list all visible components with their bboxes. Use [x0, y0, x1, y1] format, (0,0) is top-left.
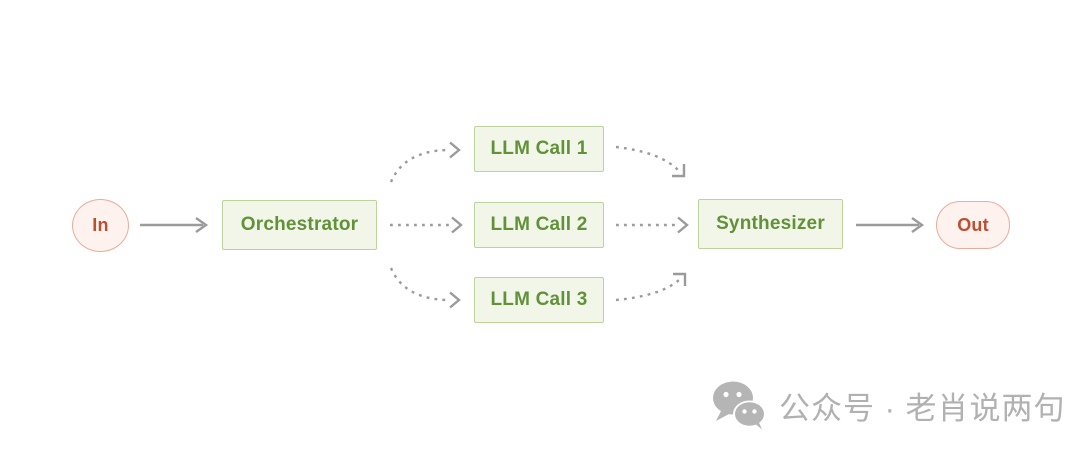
node-out: Out — [936, 201, 1010, 249]
node-llm-call-1: LLM Call 1 — [474, 126, 604, 172]
edge-orchestrator-llm-call-1 — [389, 141, 461, 183]
edge-llm-call-1-synthesizer — [615, 145, 686, 178]
edge-in-orchestrator — [140, 217, 209, 233]
node-llm-call-2-label: LLM Call 2 — [490, 214, 588, 235]
wechat-icon — [713, 381, 766, 430]
node-out-label: Out — [957, 214, 989, 235]
node-orchestrator: Orchestrator — [222, 200, 377, 250]
node-synthesizer-label: Synthesizer — [716, 213, 825, 234]
node-llm-call-3-label: LLM Call 3 — [490, 289, 588, 310]
edge-synthesizer-out — [856, 217, 925, 233]
node-orchestrator-label: Orchestrator — [240, 214, 359, 235]
edge-orchestrator-llm-call-3 — [389, 267, 461, 309]
node-llm-call-1-label: LLM Call 1 — [490, 138, 588, 159]
edge-orchestrator-llm-call-2 — [390, 216, 463, 234]
node-llm-call-3: LLM Call 3 — [474, 277, 604, 323]
node-in: In — [72, 199, 129, 252]
edge-llm-call-2-synthesizer — [616, 216, 689, 234]
edge-llm-call-3-synthesizer — [615, 272, 687, 302]
node-synthesizer: Synthesizer — [698, 199, 843, 249]
watermark-text: 公众号 · 老肖说两句 — [779, 390, 1066, 426]
node-in-label: In — [92, 215, 109, 235]
watermark: 公众号 · 老肖说两句 — [712, 380, 1066, 430]
node-llm-call-2: LLM Call 2 — [474, 202, 604, 248]
